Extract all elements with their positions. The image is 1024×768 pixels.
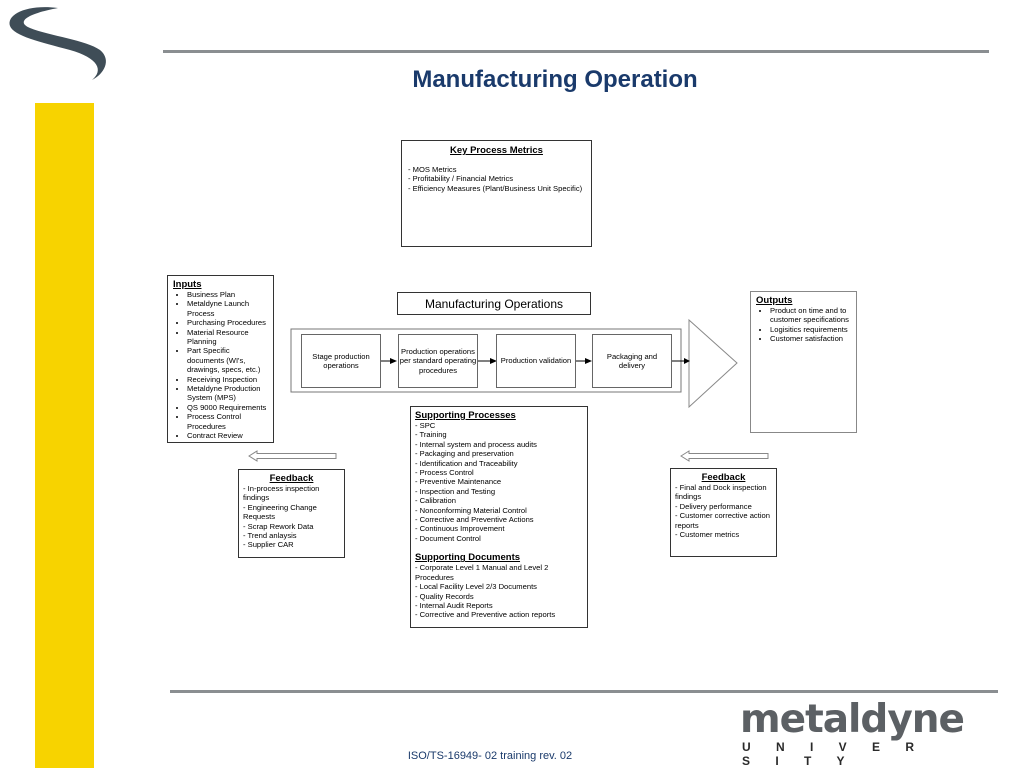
list-item: Contract Review	[187, 431, 268, 440]
feedback-right-list: - Final and Dock inspection findings - D…	[675, 483, 772, 539]
swoosh-logo-icon	[9, 7, 106, 80]
feedback-left-box: Feedback - In-process inspection finding…	[238, 469, 345, 558]
inputs-box: Inputs Business Plan Metaldyne Launch Pr…	[167, 275, 274, 443]
list-item: QS 9000 Requirements	[187, 403, 268, 412]
left-feedback-arrow-icon	[248, 450, 337, 462]
list-item: - Calibration	[415, 496, 456, 506]
process-step-box: Production validation	[496, 334, 576, 388]
list-item: - Identification and Traceability	[415, 458, 518, 468]
inputs-list: Business Plan Metaldyne Launch Process P…	[173, 290, 268, 441]
list-item: Metaldyne Launch Process	[187, 299, 268, 318]
bottom-rule	[170, 690, 998, 693]
list-item: - Corrective and Preventive action repor…	[415, 610, 556, 620]
manufacturing-operations-label: Manufacturing Operations	[397, 292, 591, 315]
list-item: - Packaging and preservation	[415, 449, 514, 459]
feedback-right-heading: Feedback	[701, 472, 746, 483]
list-item: - Profitability / Financial Metrics	[408, 174, 514, 184]
list-item: - MOS Metrics	[408, 165, 457, 174]
list-item: Part Specific documents (WI's, drawings,…	[187, 346, 268, 374]
list-item: Receiving Inspection	[187, 375, 268, 384]
list-item: - In-process inspection findings	[243, 484, 320, 503]
yellow-side-bar	[35, 103, 94, 768]
page-title: Manufacturing Operation	[412, 66, 698, 93]
top-rule	[163, 50, 989, 53]
list-item: - Final and Dock inspection findings	[675, 483, 767, 502]
key-metrics-heading: Key Process Metrics	[450, 145, 543, 156]
list-item: - Quality Records	[415, 591, 474, 601]
list-item: Logisitics requirements	[770, 325, 851, 334]
outputs-heading: Outputs	[756, 295, 793, 306]
list-item: - Delivery performance	[675, 501, 752, 511]
list-item: Customer satisfaction	[770, 334, 851, 343]
outputs-box: Outputs Product on time and to customer …	[750, 291, 857, 433]
list-item: - Local Facility Level 2/3 Documents	[415, 582, 537, 592]
list-item: - Nonconforming Material Control	[415, 505, 527, 515]
list-item: - SPC	[415, 421, 436, 430]
process-step-box: Stage production operations	[301, 334, 381, 388]
supporting-processes-heading: Supporting Processes	[415, 410, 516, 421]
list-item: - Internal system and process audits	[415, 439, 537, 449]
list-item: - Internal Audit Reports	[415, 600, 493, 610]
list-item: - Trend anlaysis	[243, 531, 297, 541]
list-item: - Engineering Change Requests	[243, 502, 317, 522]
list-item: Process Control Procedures	[187, 412, 268, 431]
right-feedback-arrow-icon	[680, 450, 769, 462]
list-item: - Supplier CAR	[243, 540, 294, 550]
list-item: - Preventive Maintenance	[415, 477, 502, 487]
list-item: - Customer corrective action reports	[675, 511, 770, 530]
list-item: - Corporate Level 1 Manual and Level 2 P…	[415, 563, 549, 582]
key-metrics-list: - MOS Metrics - Profitability / Financia…	[408, 165, 585, 193]
process-step-box: Production operations per standard opera…	[398, 334, 478, 388]
list-item: - Customer metrics	[675, 530, 740, 540]
supporting-box: Supporting Processes - SPC - Training - …	[410, 406, 588, 628]
key-metrics-box: Key Process Metrics - MOS Metrics - Prof…	[401, 140, 592, 247]
list-item: - Document Control	[415, 533, 481, 543]
list-item: - Corrective and Preventive Actions	[415, 515, 534, 525]
metaldyne-university-logo: metaldyne U N I V E R S I T Y	[740, 697, 965, 768]
process-step-box: Packaging and delivery	[592, 334, 672, 388]
supporting-documents-list: - Corporate Level 1 Manual and Level 2 P…	[415, 563, 583, 619]
logo-subtitle: U N I V E R S I T Y	[742, 740, 926, 768]
list-item: Business Plan	[187, 290, 268, 299]
list-item: Purchasing Procedures	[187, 318, 268, 327]
list-item: - Process Control	[415, 468, 474, 478]
list-item: - Continuous Improvement	[415, 524, 505, 534]
supporting-processes-list: - SPC - Training - Internal system and p…	[415, 421, 583, 543]
list-item: Metaldyne Production System (MPS)	[187, 384, 268, 403]
logo-name: metaldyne	[740, 697, 965, 742]
feedback-right-box: Feedback - Final and Dock inspection fin…	[670, 468, 777, 557]
list-item: - Scrap Rework Data	[243, 521, 314, 531]
list-item: Material Resource Planning	[187, 328, 268, 347]
list-item: - Efficiency Measures (Plant/Business Un…	[408, 183, 583, 193]
list-item: Product on time and to customer specific…	[770, 306, 851, 325]
feedback-left-heading: Feedback	[269, 473, 314, 484]
footer-text: ISO/TS-16949- 02 training rev. 02	[407, 750, 573, 762]
inputs-heading: Inputs	[173, 279, 202, 290]
outputs-list: Product on time and to customer specific…	[756, 306, 851, 344]
list-item: - Training	[415, 430, 447, 440]
supporting-documents-heading: Supporting Documents	[415, 552, 521, 564]
list-item: - Inspection and Testing	[415, 486, 496, 496]
feedback-left-list: - In-process inspection findings - Engin…	[243, 484, 340, 550]
